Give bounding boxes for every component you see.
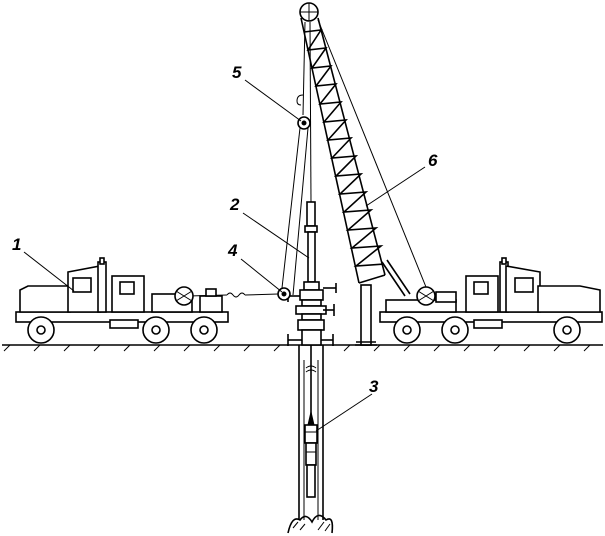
right-truck	[379, 257, 603, 344]
well-bore	[287, 345, 334, 534]
leader-lines	[23, 79, 426, 432]
left-truck	[15, 257, 229, 344]
callout-2: 2	[229, 195, 240, 214]
downhole-tool	[304, 411, 318, 498]
upper-sheave	[296, 94, 311, 130]
ground	[2, 344, 603, 352]
callout-3: 3	[369, 377, 379, 396]
crane-boom	[299, 2, 411, 346]
callout-1: 1	[12, 235, 21, 254]
callout-5: 5	[232, 63, 242, 82]
callout-4: 4	[227, 241, 238, 260]
lubricator-wellhead	[287, 201, 337, 346]
callout-6: 6	[428, 151, 438, 170]
